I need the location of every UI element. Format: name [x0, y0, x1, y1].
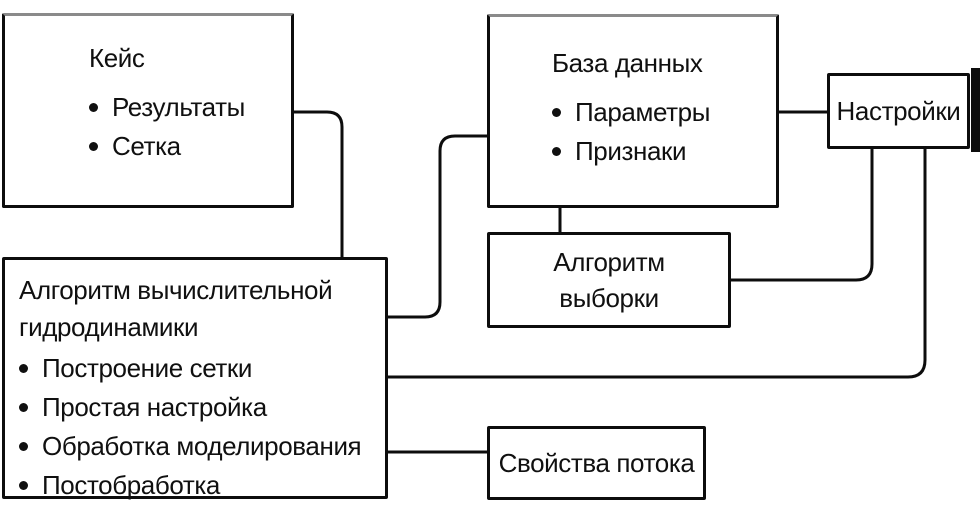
bullet-icon	[552, 108, 561, 117]
sampling-box-title: Алгоритм выборки	[553, 247, 665, 313]
bullet-icon	[19, 481, 28, 490]
bullet-icon	[552, 147, 561, 156]
bullet-icon	[19, 403, 28, 412]
list-item: Признаки	[552, 131, 766, 170]
bullet-icon	[89, 142, 98, 151]
bullet-icon	[19, 364, 28, 373]
settings-box-title: Настройки	[836, 96, 961, 126]
connector-settings-cfd	[387, 149, 927, 379]
sampling-box: Алгоритм выборки	[487, 232, 731, 328]
list-item: Простая настройка	[19, 387, 381, 426]
database-box: База данных Параметры Признаки	[487, 14, 779, 208]
connector-cfd-database	[387, 134, 488, 319]
list-item: Обработка моделирования	[19, 426, 381, 465]
list-item-label: Результаты	[112, 91, 245, 122]
bullet-icon	[89, 103, 98, 112]
cfd-box: Алгоритм вычислительной гидродинамики По…	[2, 257, 388, 500]
flow-box: Свойства потока	[487, 426, 706, 500]
list-item: Параметры	[552, 92, 766, 131]
list-item-label: Сетка	[112, 130, 181, 161]
list-item-label: Простая настройка	[42, 391, 267, 422]
list-item-label: Признаки	[575, 135, 687, 166]
settings-box: Настройки	[827, 73, 970, 149]
connector-case-cfd	[293, 110, 344, 258]
list-item: Постобработка	[19, 465, 381, 504]
list-item: Результаты	[89, 87, 281, 126]
database-box-title: База данных	[552, 48, 703, 78]
list-item: Сетка	[89, 126, 281, 165]
flow-box-title: Свойства потока	[498, 448, 695, 478]
cfd-box-title: Алгоритм вычислительной гидродинамики	[19, 275, 333, 342]
connector-sampling-settings	[729, 149, 874, 282]
list-item-label: Параметры	[575, 96, 710, 127]
edge-clipped-box	[971, 68, 980, 152]
list-item: Построение сетки	[19, 348, 381, 387]
list-item-label: Построение сетки	[42, 352, 253, 383]
list-item-label: Обработка моделирования	[42, 430, 362, 461]
case-box-title: Кейс	[89, 43, 145, 73]
list-item-label: Постобработка	[42, 469, 220, 500]
case-box: Кейс Результаты Сетка	[2, 13, 294, 208]
bullet-icon	[19, 442, 28, 451]
